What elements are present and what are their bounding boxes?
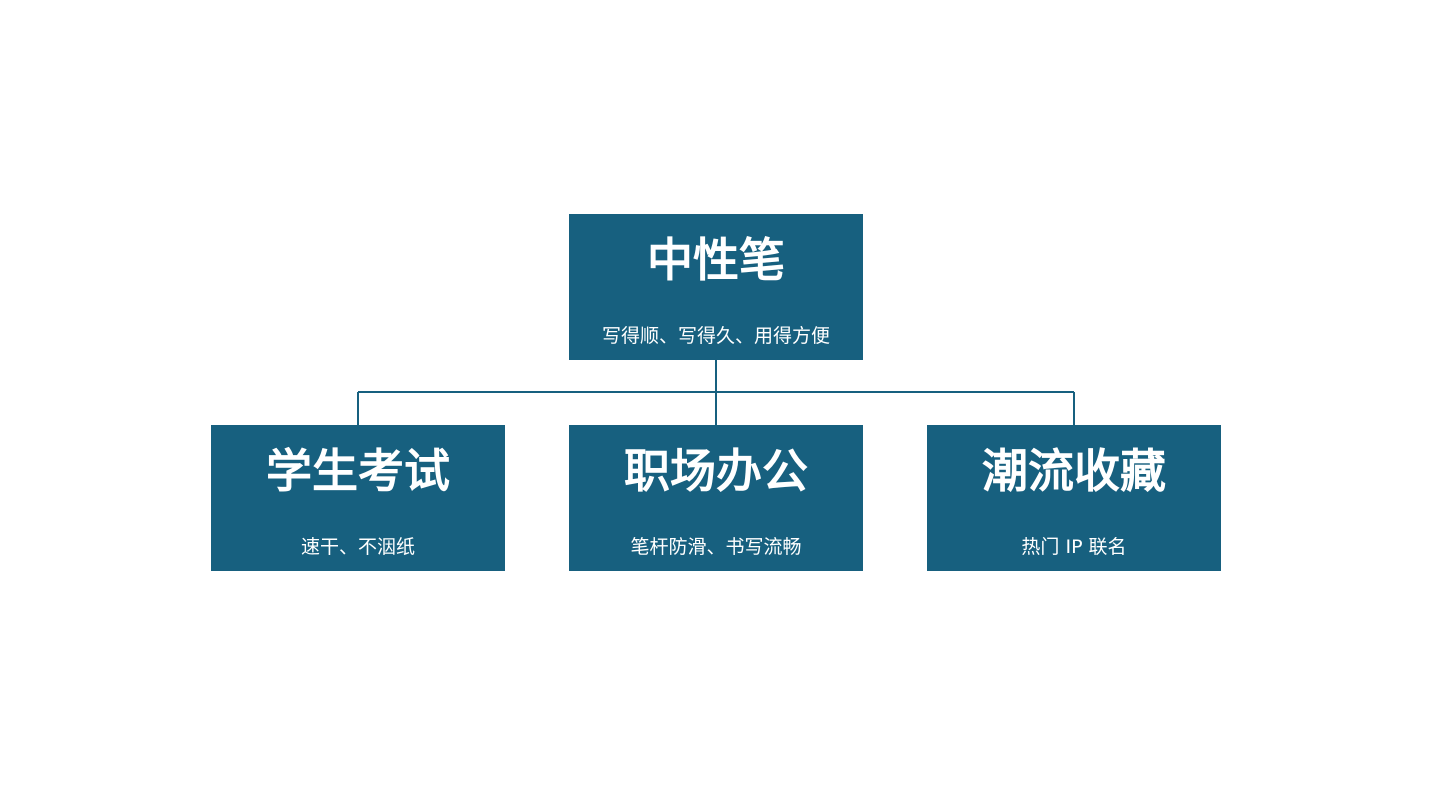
root-node-title: 中性笔: [647, 233, 785, 287]
child-node-title: 职场办公: [624, 444, 808, 498]
child-node-office-work: 职场办公 笔杆防滑、书写流畅: [569, 425, 863, 571]
child-node-subtitle: 速干、不洇纸: [300, 536, 415, 558]
child-node-trend-collection: 潮流收藏 热门 IP 联名: [927, 425, 1221, 571]
root-node: 中性笔 写得顺、写得久、用得方便: [569, 214, 863, 360]
child-node-student-exam: 学生考试 速干、不洇纸: [211, 425, 505, 571]
child-node-title: 潮流收藏: [982, 444, 1166, 498]
child-node-title: 学生考试: [266, 444, 450, 498]
child-node-subtitle: 笔杆防滑、书写流畅: [630, 536, 802, 558]
root-node-subtitle: 写得顺、写得久、用得方便: [601, 325, 830, 347]
child-node-subtitle: 热门 IP 联名: [1021, 536, 1127, 558]
